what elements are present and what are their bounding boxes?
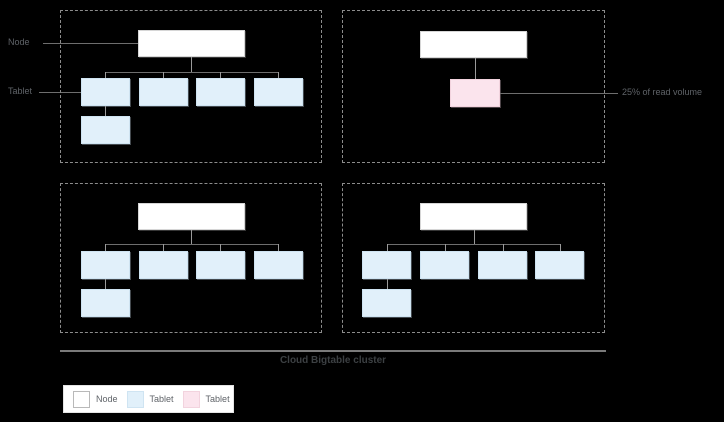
connector-drop-1-1 <box>105 72 106 78</box>
connector-drop-1-2 <box>163 72 164 78</box>
legend-label-node: Node <box>96 394 118 404</box>
connector-drop-3-5 <box>105 279 106 289</box>
connector-drop-1-4 <box>278 72 279 78</box>
connector-bus-3 <box>105 244 278 245</box>
callout-leader-read-volume <box>500 93 618 94</box>
tablet-box-1-5 <box>81 116 130 144</box>
node-group-4 <box>342 183 605 333</box>
tablet-box-3-2 <box>139 251 188 279</box>
callout-leader-node <box>43 43 139 44</box>
tablet-box-4-1 <box>362 251 411 279</box>
tablet-box-4-5 <box>362 289 411 317</box>
connector-drop-1-5 <box>105 106 106 116</box>
tablet-box-3-4 <box>254 251 303 279</box>
legend-label-tablet: Tablet <box>149 394 174 404</box>
tablet-box-3-1 <box>81 251 130 279</box>
connector-drop-3-3 <box>220 244 221 251</box>
cluster-rule <box>60 350 606 352</box>
connector-bus-4 <box>387 244 561 245</box>
connector-drop-3-1 <box>105 244 106 251</box>
tablet-box-4-3 <box>478 251 527 279</box>
tablet-box-3-3 <box>196 251 245 279</box>
node-box-1 <box>138 30 245 57</box>
connector-drop-4-2 <box>445 244 446 251</box>
tablet-box-3-5 <box>81 289 130 317</box>
tablet-swatch-icon <box>126 390 144 408</box>
tablet-box-hot-2-1 <box>450 79 500 107</box>
node-box-4 <box>420 203 527 230</box>
legend-item-tablet-hot: Tablet <box>182 390 230 408</box>
connector-bus-1 <box>105 72 278 73</box>
connector-stem-1 <box>191 57 192 72</box>
callout-label-tablet: Tablet <box>8 86 33 96</box>
cluster-caption: Cloud Bigtable cluster <box>279 355 387 366</box>
tablet-box-4-4 <box>535 251 584 279</box>
connector-drop-3-2 <box>163 244 164 251</box>
node-box-2 <box>420 31 527 58</box>
connector-stem-3 <box>191 230 192 244</box>
connector-stem-4 <box>474 230 475 244</box>
node-group-2 <box>342 10 605 163</box>
connector-drop-4-3 <box>503 244 504 251</box>
tablet-box-1-1 <box>81 78 130 106</box>
connector-drop-4-5 <box>387 279 388 289</box>
tablet-box-4-2 <box>420 251 469 279</box>
node-group-1 <box>60 10 322 163</box>
node-box-3 <box>138 203 245 230</box>
node-group-3 <box>60 183 322 333</box>
legend: Node Tablet Tablet <box>63 385 234 413</box>
connector-drop-3-4 <box>278 244 279 251</box>
legend-item-tablet: Tablet <box>126 390 174 408</box>
tablet-hot-swatch-icon <box>182 390 200 408</box>
legend-label-tablet-hot: Tablet <box>205 394 230 404</box>
callout-label-node: Node <box>8 37 30 47</box>
legend-item-node: Node <box>73 390 118 408</box>
callout-label-read-volume: 25% of read volume <box>622 87 703 97</box>
connector-stem-2 <box>475 58 476 79</box>
connector-drop-4-4 <box>560 244 561 251</box>
connector-drop-1-3 <box>220 72 221 78</box>
tablet-box-1-3 <box>196 78 245 106</box>
tablet-box-1-2 <box>139 78 188 106</box>
tablet-box-1-4 <box>254 78 303 106</box>
connector-drop-4-1 <box>387 244 388 251</box>
node-swatch-icon <box>73 390 90 408</box>
